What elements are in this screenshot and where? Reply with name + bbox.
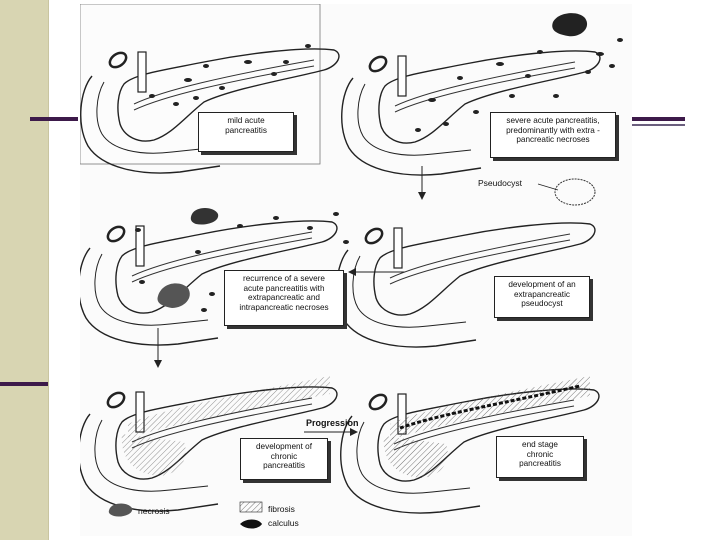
panel-severe-acute-drawing <box>341 13 623 176</box>
panel-chronic-drawing <box>80 376 338 512</box>
panel-end-stage-drawing <box>340 376 600 514</box>
progression-label: Progression <box>306 418 359 428</box>
decorative-rule-bottom <box>0 382 48 386</box>
decorative-rule-right-thin <box>631 124 685 126</box>
decorative-rule-left <box>30 117 78 121</box>
legend-calculus: calculus <box>268 518 299 528</box>
label-end-stage: end stage chronic pancreatitis <box>496 436 584 478</box>
pancreatitis-figure: mild acute pancreatitis severe acute pan… <box>80 4 632 536</box>
label-chronic-development: development of chronic pancreatitis <box>240 438 328 480</box>
legend-fibrosis: fibrosis <box>268 504 295 514</box>
legend-necrosis: necrosis <box>138 506 170 516</box>
label-pseudocyst-development: development of an extrapancreatic pseudo… <box>494 276 590 318</box>
legend-swatches <box>108 501 263 529</box>
panel-pseudocyst-drawing <box>336 178 596 348</box>
label-recurrence: recurrence of a severe acute pancreatiti… <box>224 270 344 326</box>
decorative-rule-right <box>631 117 685 121</box>
label-mild-acute: mild acute pancreatitis <box>198 112 294 152</box>
slide-sidebar <box>0 0 49 540</box>
label-severe-acute: severe acute pancreatitis, predominantly… <box>490 112 616 158</box>
pseudocyst-callout: Pseudocyst <box>478 178 522 188</box>
panel-recurrence-drawing <box>80 208 349 346</box>
